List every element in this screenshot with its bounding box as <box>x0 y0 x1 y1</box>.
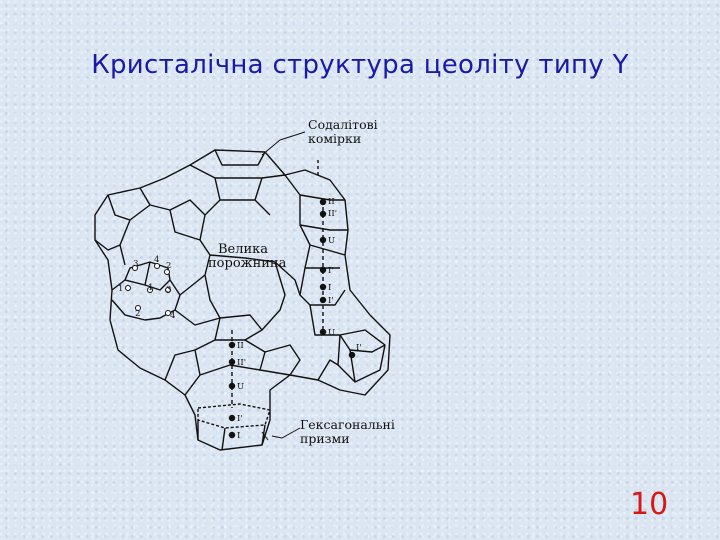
svg-text:I: I <box>237 431 240 441</box>
svg-text:I': I' <box>328 266 334 276</box>
sodalite-label-line-1: Содалітові <box>308 117 378 132</box>
svg-text:1: 1 <box>148 283 153 293</box>
hexagonal-prisms-label: Гексагональні призми <box>300 418 395 446</box>
svg-text:U: U <box>328 328 335 338</box>
svg-text:I': I' <box>356 343 362 353</box>
svg-text:I: I <box>328 283 331 293</box>
svg-text:2: 2 <box>135 309 140 319</box>
svg-text:1: 1 <box>118 284 123 294</box>
slide-title: Кристалічна структура цеоліту типу Y <box>91 50 629 80</box>
svg-text:I': I' <box>237 414 243 424</box>
svg-text:U: U <box>237 382 244 392</box>
page-number: 10 <box>630 487 669 522</box>
cavity-label-line-2: порожнина <box>208 256 287 271</box>
prism-label-line-2: призми <box>300 431 350 446</box>
svg-text:II': II' <box>328 209 337 219</box>
svg-text:2: 2 <box>166 261 171 271</box>
sodalite-cages-label: Содалітові комірки <box>308 118 378 146</box>
svg-text:I': I' <box>328 296 334 306</box>
svg-text:3: 3 <box>133 259 138 269</box>
svg-text:4: 4 <box>154 255 159 265</box>
large-cavity-label: Велика порожнина <box>208 243 286 271</box>
svg-text:II: II <box>328 197 335 207</box>
prism-label-line-1: Гексагональні <box>300 417 395 432</box>
svg-text:II': II' <box>237 358 246 368</box>
sodalite-label-line-2: комірки <box>308 131 362 146</box>
svg-text:U: U <box>328 236 335 246</box>
cavity-label-line-1: Велика <box>218 242 269 257</box>
svg-text:II: II <box>237 341 244 351</box>
svg-text:3: 3 <box>166 285 171 295</box>
svg-text:4: 4 <box>170 311 175 321</box>
